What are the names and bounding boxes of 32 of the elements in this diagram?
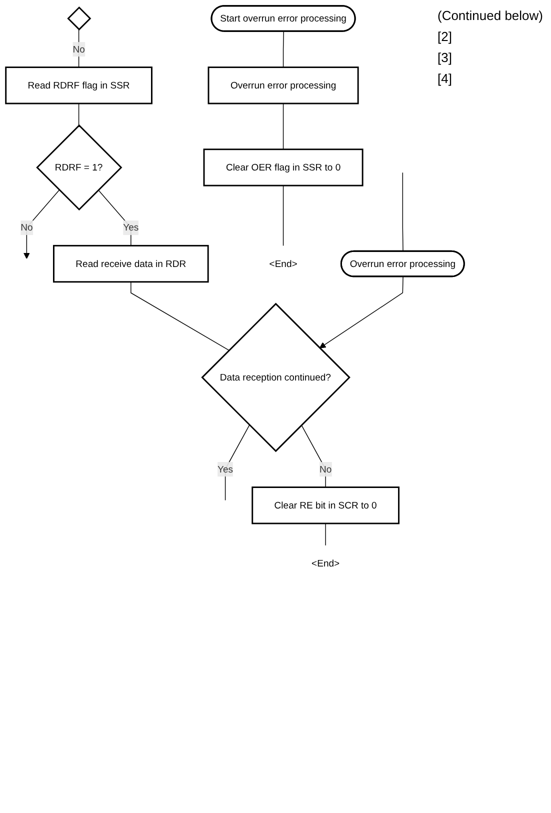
end-text: <End>	[269, 258, 298, 270]
decision-diamond: Data reception continued?	[201, 302, 350, 452]
step-number: [2]	[437, 29, 453, 44]
arrow	[23, 190, 60, 259]
process-box: Overrun error processing	[208, 66, 359, 104]
connector	[402, 172, 404, 252]
process-box: Clear RE bit in SCR to 0	[252, 486, 400, 524]
step-number: [3]	[437, 50, 453, 65]
terminal-box: Overrun error processing	[340, 250, 465, 278]
process-box: Read RDRF flag in SSR	[5, 66, 152, 104]
connector	[224, 424, 250, 501]
end-text: <End>	[312, 558, 340, 569]
connector	[78, 103, 80, 126]
arrow	[319, 276, 404, 348]
process-box: Read receive data in RDR	[53, 244, 209, 283]
edge-label: Yes	[123, 222, 139, 233]
connector	[282, 31, 284, 68]
connector	[98, 190, 132, 246]
edge-label: No	[20, 222, 33, 233]
terminal-box: Start overrun error processing	[210, 5, 356, 32]
connector	[282, 103, 284, 150]
connector	[325, 523, 326, 546]
process-box: Clear OER flag in SSR to 0	[203, 148, 364, 186]
decision-diamond: RDRF = 1?	[36, 124, 122, 210]
connector	[301, 424, 326, 488]
step-number: [4]	[437, 71, 453, 86]
step-number: (Continued below)	[437, 8, 543, 23]
edge-label: Yes	[218, 463, 234, 474]
connector	[130, 282, 230, 351]
edge-label: No	[72, 44, 85, 54]
edge-label: No	[319, 463, 332, 474]
connector	[282, 185, 284, 246]
